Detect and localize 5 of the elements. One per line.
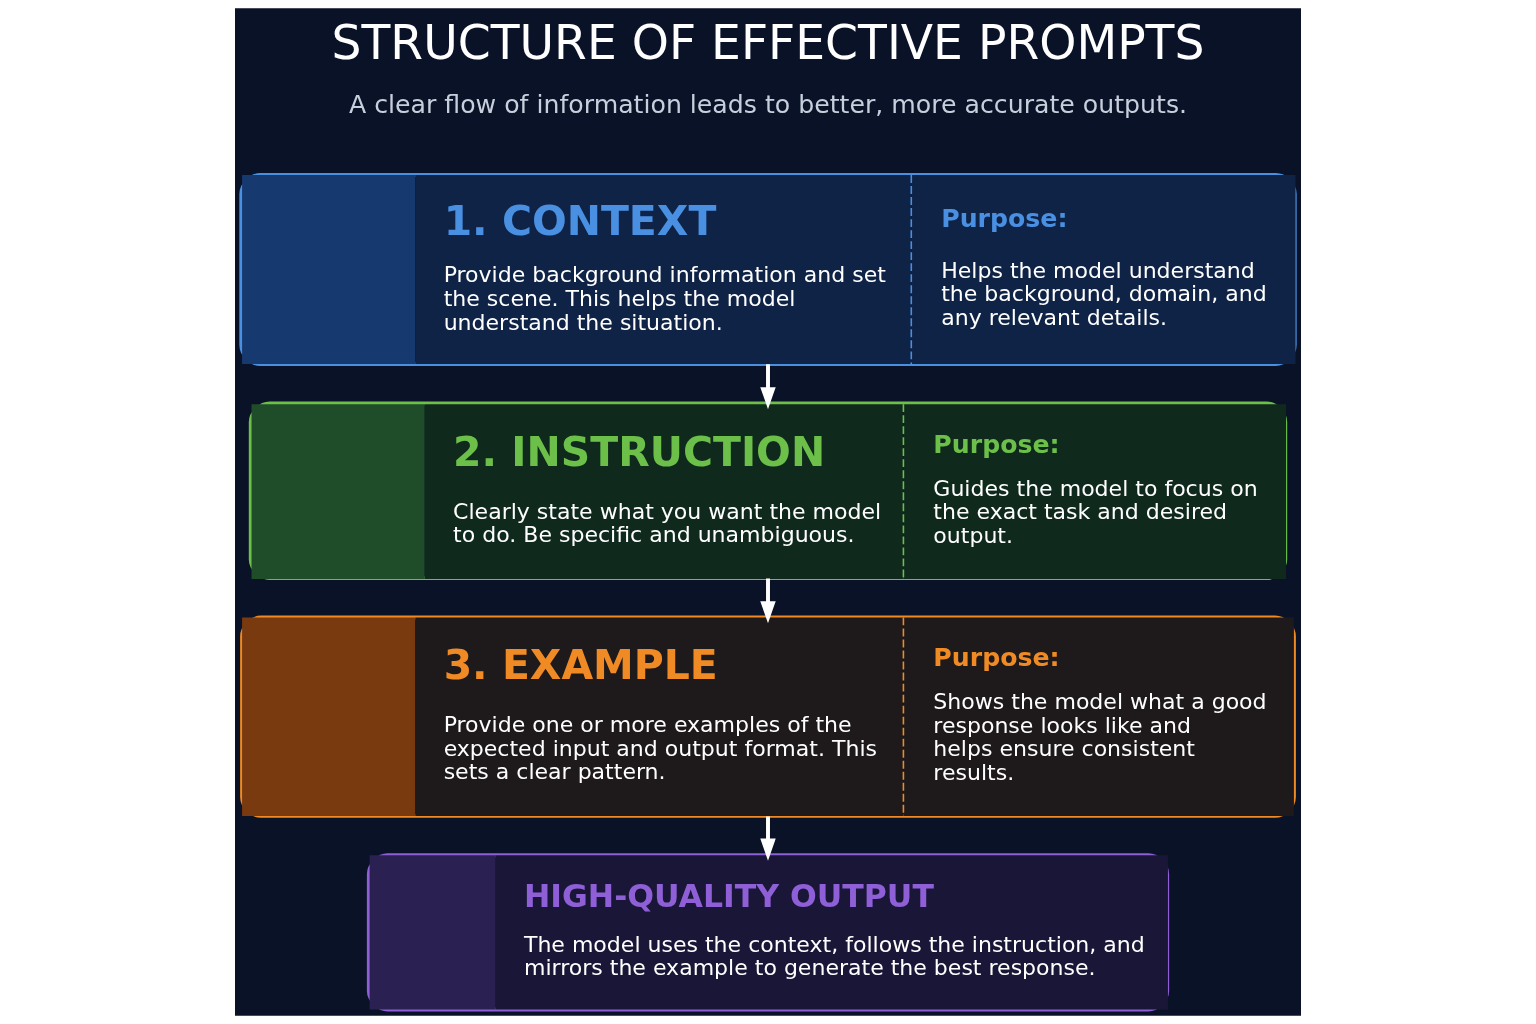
- arrow: [760, 816, 776, 861]
- label: A clear flow of information leads to better, more accurate outputs.: [348, 90, 1188, 120]
- arrow: [760, 364, 776, 410]
- diagram-title: STRUCTURE OF EFFECTIVE PROMPTS: [331, 14, 1205, 70]
- arrow: [760, 578, 776, 624]
